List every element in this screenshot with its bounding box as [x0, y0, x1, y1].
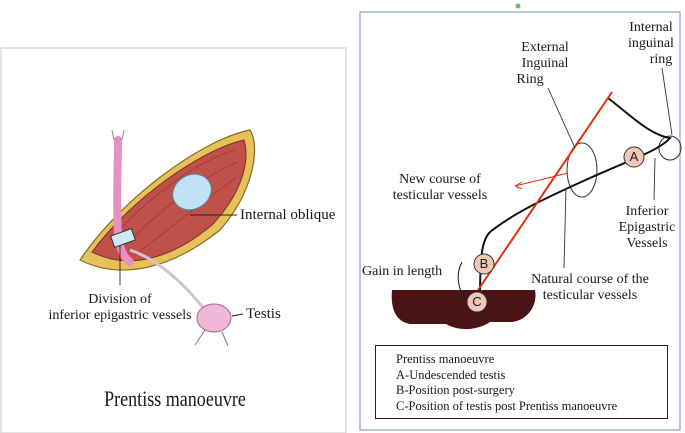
natural-course-line	[479, 97, 672, 301]
left-panel-title: Prentiss manoeuvre	[104, 386, 246, 411]
new-course-label-1: New course of	[399, 172, 481, 187]
internal-ring-label-3: ring	[649, 52, 673, 67]
inferior-epigastric-label-2: Epigastric	[618, 220, 676, 235]
division-label-line1: Division of	[88, 292, 152, 307]
testis-shape	[196, 303, 232, 333]
natural-course-label-2: testicular vessels	[542, 288, 638, 303]
marker-b-circle	[473, 253, 495, 275]
internal-ring-label-1: Internal	[629, 20, 673, 35]
legend-item-c: C-Position of testis post Prentiss manoe…	[396, 398, 618, 413]
gain-length-label: Gain in length	[362, 264, 443, 279]
abdominal-wall-incision	[79, 129, 256, 271]
new-course-line	[477, 91, 613, 291]
legend-box: Prentiss manoeuvre A-Undescended testis …	[375, 345, 668, 419]
external-ring-label-1: External	[521, 40, 569, 55]
marker-c-circle	[466, 291, 488, 313]
legend-title: Prentiss manoeuvre	[396, 352, 495, 366]
right-frame	[359, 11, 681, 431]
right-diagram	[359, 3, 682, 431]
aponeurosis-window	[172, 173, 212, 211]
left-illustration	[0, 47, 347, 433]
internal-ring-label-2: inguinal	[628, 36, 674, 51]
left-frame	[0, 47, 347, 433]
vas-deferens	[129, 248, 207, 311]
inferior-epigastric-label-3: Vessels	[626, 236, 668, 251]
external-inguinal-ring	[566, 142, 598, 198]
right-panel: A B C External Inguinal Ring Internal in…	[350, 0, 685, 433]
internal-oblique-label: Internal oblique	[240, 207, 336, 223]
marker-b-label: B	[479, 256, 489, 271]
vessel-ligation	[109, 227, 137, 249]
new-course-label-2: testicular vessels	[392, 188, 488, 203]
natural-course-label-1: Natural course of the	[531, 272, 649, 287]
external-ring-label-2: Inguinal	[521, 56, 569, 71]
inferior-epigastric-label-1: Inferior	[625, 204, 669, 219]
left-panel: Internal oblique Testis Division of infe…	[0, 47, 347, 433]
marker-c-label: C	[472, 294, 482, 309]
internal-inguinal-ring	[658, 135, 682, 161]
legend-item-b: B-Position post-surgery	[396, 383, 515, 397]
frame-handle-top	[515, 3, 521, 9]
legend-item-a: A-Undescended testis	[396, 367, 506, 382]
scrotum-shape	[391, 290, 536, 330]
testis-label: Testis	[246, 306, 281, 322]
external-ring-label-3: Ring	[516, 72, 544, 87]
division-label-line2: inferior epigastric vessels	[48, 308, 192, 323]
marker-a-label: A	[629, 149, 639, 164]
marker-a-circle	[623, 146, 645, 168]
